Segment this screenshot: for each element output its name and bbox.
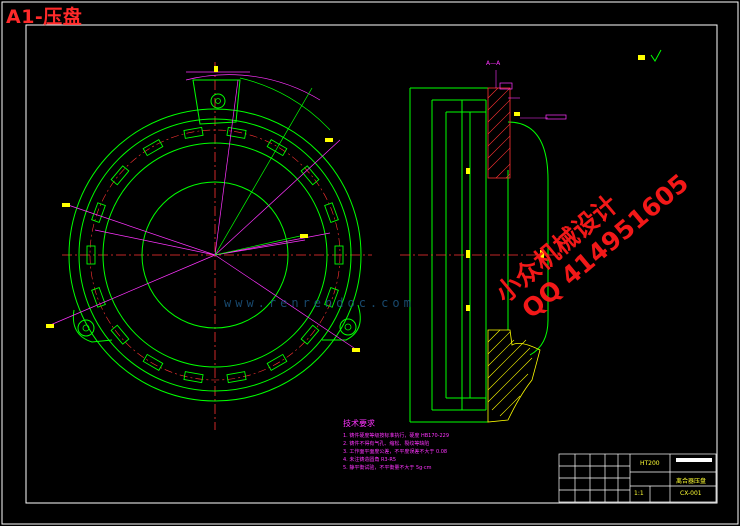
vent-slot <box>300 165 320 186</box>
section-hatch-bottom <box>487 329 541 423</box>
tech-note: 2. 铸件不得有气孔、缩松、裂纹等缺陷 <box>343 441 430 447</box>
dimension-markers <box>46 66 360 352</box>
pitch-circle <box>89 129 341 381</box>
sheet-size-title: A1-压盘 <box>6 6 83 28</box>
section-hatch-top <box>487 87 511 179</box>
right-lug-hole-inner <box>344 323 352 331</box>
vent-slot <box>266 353 288 371</box>
tech-requirements: 技术要求 1. 铸件硬度等级按标准执行，硬度 HB170-229 2. 铸件不得… <box>343 418 543 472</box>
vent-slots <box>86 126 344 384</box>
outer-rim-inner-circle <box>78 118 352 392</box>
title-block-part-name: 离合器压盘 <box>676 478 707 485</box>
right-lug <box>322 304 361 341</box>
inner-frame <box>25 24 718 504</box>
vent-slot <box>91 202 106 224</box>
vent-slot <box>183 371 204 384</box>
slot-ring-inner-circle <box>102 142 328 368</box>
tech-requirements-title: 技术要求 <box>343 419 375 428</box>
outer-rim-circle <box>68 108 362 402</box>
site-watermark: www.renrendoc.com <box>224 296 415 310</box>
vent-slot <box>86 245 96 265</box>
vent-slot <box>183 126 204 139</box>
top-lug-hole-inner <box>215 98 221 104</box>
vent-slot <box>226 371 247 384</box>
radial-dimensions <box>47 71 361 353</box>
vent-slot <box>110 165 130 186</box>
vent-slot <box>91 286 106 308</box>
vent-slot <box>324 286 339 308</box>
left-lug-hole <box>77 319 95 337</box>
vent-slot <box>324 202 339 224</box>
tech-note: 1. 铸件硬度等级按标准执行，硬度 HB170-229 <box>343 433 450 439</box>
vent-slot <box>300 324 320 345</box>
bore-circle <box>141 181 289 329</box>
tech-note: 5. 静平衡试验，不平衡量不大于 5g·cm <box>343 465 432 471</box>
roughness-symbol <box>638 49 662 62</box>
vent-slot <box>142 139 164 157</box>
section-dimension-lines <box>495 70 548 119</box>
tech-note: 4. 未注铸造圆角 R3-R5 <box>343 457 397 463</box>
title-block-material: HT200 <box>640 460 660 467</box>
title-block <box>558 453 717 503</box>
vent-slot <box>334 245 344 265</box>
title-block-scale: 1:1 <box>634 490 644 497</box>
section-label: A—A <box>486 60 501 67</box>
left-lug-hole-inner <box>82 324 90 332</box>
angle-reference-lines <box>214 77 331 256</box>
section-markers <box>466 82 567 311</box>
section-view <box>400 70 567 423</box>
tech-note: 3. 工作面平面度公差，不平度误差不大于 0.08 <box>343 449 448 455</box>
front-view <box>46 62 372 430</box>
top-lug <box>192 79 241 125</box>
right-lug-hole <box>339 318 357 336</box>
title-block-drawing-no: CX-001 <box>680 490 702 497</box>
top-lug-hole <box>210 93 226 109</box>
vent-slot <box>142 353 164 371</box>
vent-slot <box>110 324 130 345</box>
vent-slot <box>226 126 247 139</box>
